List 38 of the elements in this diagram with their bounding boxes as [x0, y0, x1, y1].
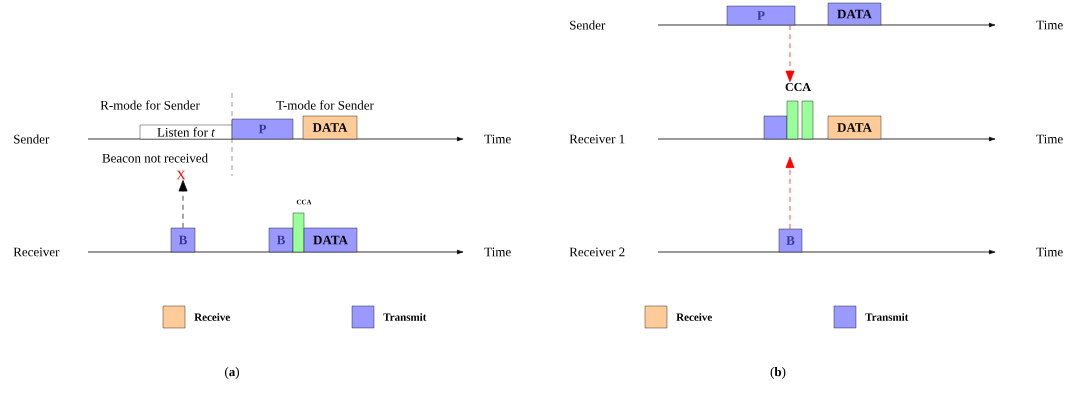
- cca-bar: [292, 212, 305, 253]
- data-box: DATA: [827, 2, 882, 26]
- axis-label: Time: [1036, 134, 1063, 144]
- axis-label: Time: [484, 247, 511, 257]
- mode-label: R-mode for Sender: [100, 100, 200, 110]
- data-box: DATA: [302, 115, 358, 140]
- arrow: [785, 156, 795, 230]
- mode-label: T-mode for Sender: [276, 100, 374, 110]
- legend-label: Receive: [194, 313, 230, 321]
- row-label: Sender: [570, 20, 606, 30]
- axis-label: Time: [1036, 247, 1063, 257]
- packet-box: P: [231, 118, 294, 140]
- legend-label: Transmit: [865, 313, 909, 321]
- listen-box: Listen for t: [139, 124, 233, 140]
- cca-bar: [786, 100, 799, 140]
- row-label: Sender: [14, 134, 50, 144]
- legend-label: Receive: [676, 313, 712, 321]
- legend-label: Transmit: [383, 313, 427, 321]
- caption: (a): [225, 367, 240, 379]
- caption: (b): [770, 367, 786, 379]
- data-box: DATA: [827, 115, 882, 140]
- bar-label: CCA: [785, 82, 811, 91]
- cross-mark: X: [176, 170, 186, 180]
- packet-box: B: [268, 227, 294, 253]
- arrow: [785, 24, 795, 83]
- packet-box: B: [170, 227, 196, 253]
- row-label: Receiver 1: [569, 134, 625, 144]
- packet-box: P: [726, 5, 796, 26]
- cca-bar: [801, 100, 814, 140]
- note-label: Beacon not received: [102, 153, 208, 163]
- packet-box: B: [778, 228, 803, 253]
- data-box: DATA: [303, 227, 358, 253]
- row-label: Receiver: [13, 247, 60, 257]
- axis-label: Time: [1036, 20, 1063, 30]
- arrow: [178, 180, 188, 229]
- axis-label: Time: [484, 134, 511, 144]
- packet-box: [763, 115, 788, 140]
- row-label: Receiver 2: [569, 247, 625, 257]
